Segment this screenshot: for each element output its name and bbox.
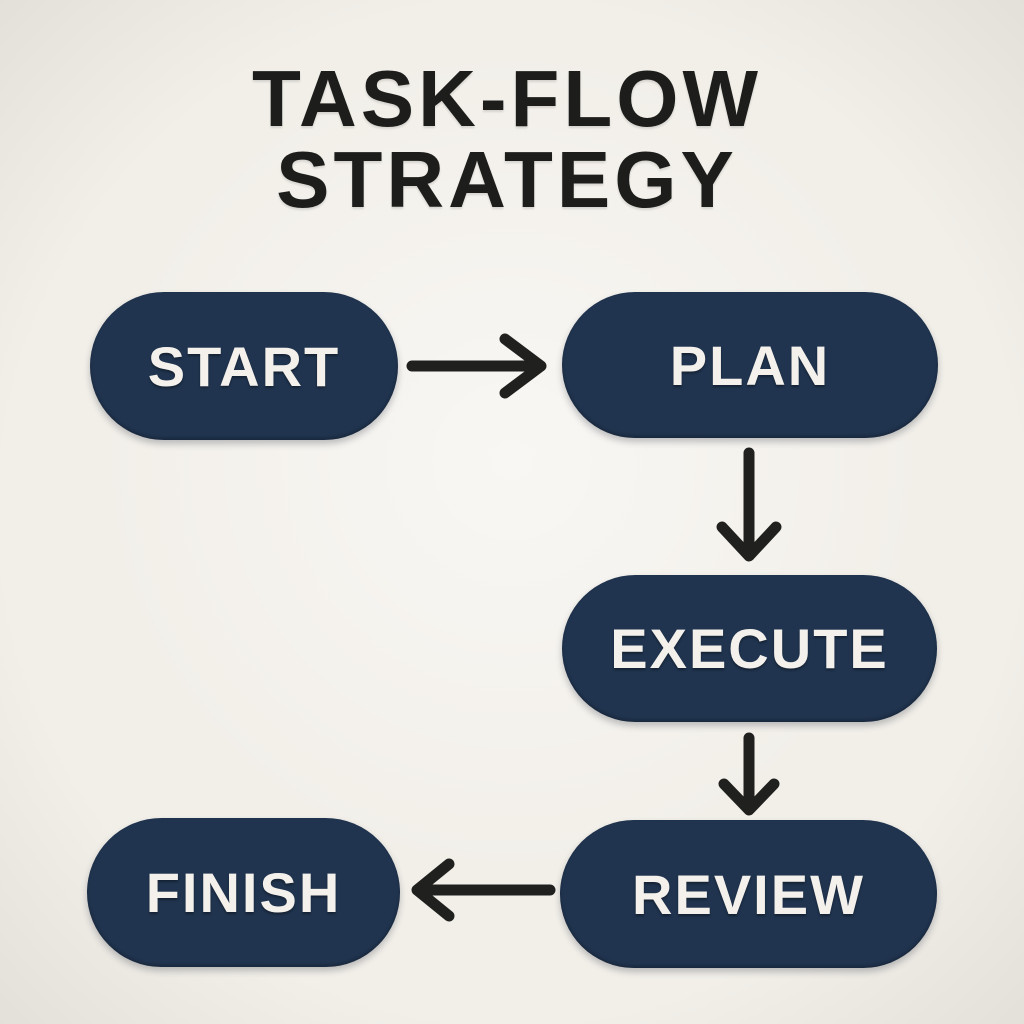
flow-node-finish-label: FINISH — [145, 861, 342, 924]
flow-node-start: START — [90, 292, 398, 440]
arrow-start-to-plan-icon — [406, 333, 547, 399]
page-title: TASK-FLOW STRATEGY — [0, 58, 1014, 220]
flow-node-plan-label: PLAN — [669, 333, 831, 397]
flow-node-execute: EXECUTE — [562, 575, 937, 722]
arrow-review-to-finish-icon — [411, 858, 556, 922]
flow-node-review: REVIEW — [560, 820, 937, 968]
flow-node-start-label: START — [147, 334, 341, 398]
arrow-execute-to-review-icon — [718, 732, 780, 816]
flow-node-finish: FINISH — [87, 818, 400, 967]
page-title-line1: TASK-FLOW — [252, 54, 762, 143]
flow-node-plan: PLAN — [562, 292, 938, 438]
page-title-line2: STRATEGY — [276, 135, 738, 224]
flow-node-review-label: REVIEW — [632, 862, 865, 926]
arrow-plan-to-execute-icon — [716, 447, 782, 562]
flow-node-execute-label: EXECUTE — [610, 617, 889, 680]
